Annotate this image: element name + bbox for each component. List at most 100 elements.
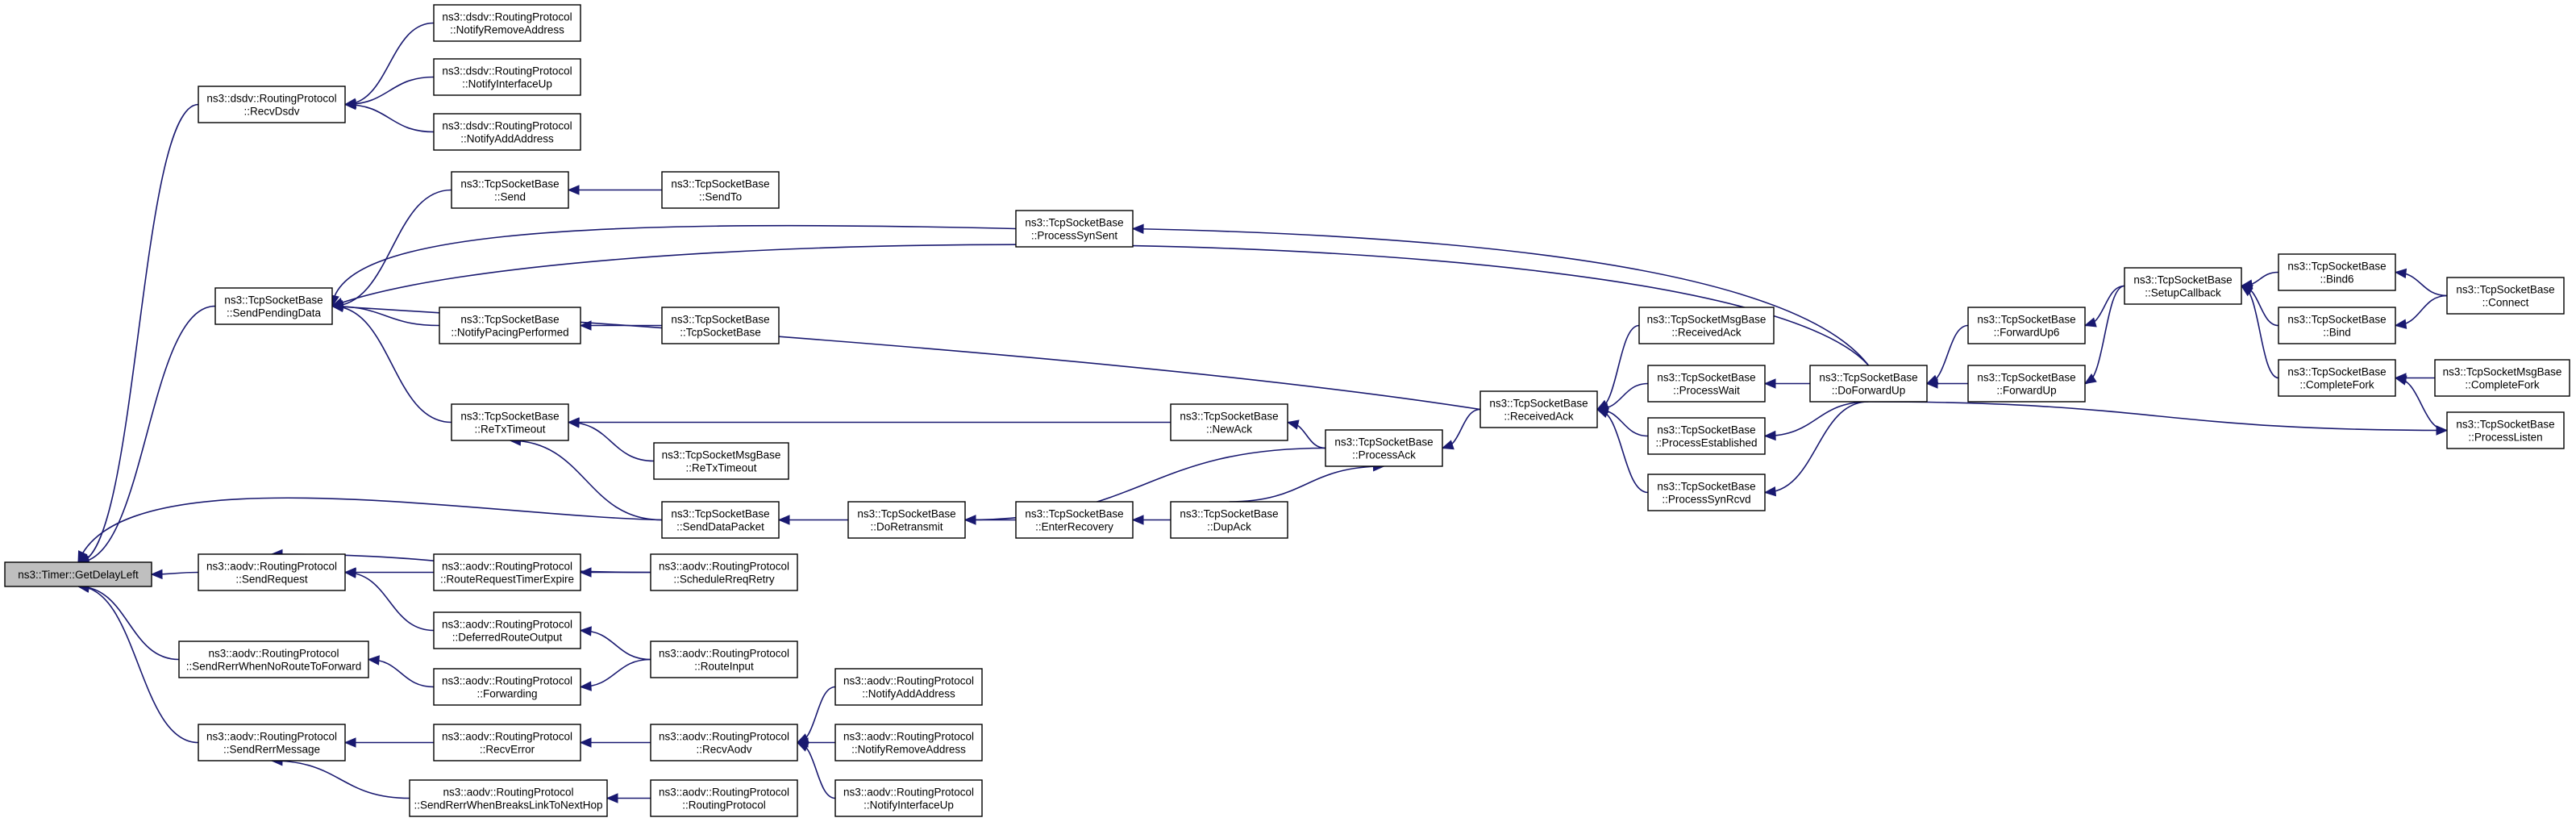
node-tcpmsg-completefork[interactable]: ns3::TcpSocketMsgBase::CompleteFork (2434, 359, 2570, 397)
node-tcp-setupcb[interactable]: ns3::TcpSocketBase::SetupCallback (2124, 267, 2242, 305)
edge-tcp-send-to-tcp-sendpending (331, 189, 452, 307)
edge-tcp-receivedack-to-tcp-processack (1442, 408, 1481, 449)
arrowhead-icon (2240, 285, 2253, 297)
node-dsdv-recv[interactable]: ns3::dsdv::RoutingProtocol::RecvDsdv (198, 86, 346, 123)
node-aodv-schedretry[interactable]: ns3::aodv::RoutingProtocol::ScheduleRreq… (650, 553, 798, 591)
node-tcp-completefork[interactable]: ns3::TcpSocketBase::CompleteFork (2278, 359, 2396, 397)
arrowhead-icon (1763, 430, 1776, 441)
node-box (198, 724, 346, 761)
node-label: ns3::TcpSocketMsgBase (662, 449, 781, 461)
node-label: ns3::TcpSocketBase (1334, 436, 1433, 449)
node-aodv-notifyremove[interactable]: ns3::aodv::RoutingProtocol::NotifyRemove… (834, 724, 983, 761)
node-tcp-procsynsent[interactable]: ns3::TcpSocketBase::ProcessSynSent (1015, 210, 1134, 248)
node-tcp-notifypacing[interactable]: ns3::TcpSocketBase::NotifyPacingPerforme… (439, 307, 581, 344)
arrowhead-icon (606, 793, 618, 803)
node-dsdv-notify-remove[interactable]: ns3::dsdv::RoutingProtocol::NotifyRemove… (433, 4, 581, 42)
node-tcp-connect[interactable]: ns3::TcpSocketBase::Connect (2446, 277, 2565, 315)
node-aodv-sendrequest[interactable]: ns3::aodv::RoutingProtocol::SendRequest (198, 553, 346, 591)
node-tcp-procwait[interactable]: ns3::TcpSocketBase::ProcessWait (1647, 365, 1766, 403)
node-label: ::TcpSocketBase (680, 327, 761, 339)
node-box (433, 4, 581, 42)
node-aodv-ctor[interactable]: ns3::aodv::RoutingProtocol::RoutingProto… (650, 779, 798, 817)
node-tcp-forwardup6[interactable]: ns3::TcpSocketBase::ForwardUp6 (1967, 307, 2086, 344)
node-aodv-forwarding[interactable]: ns3::aodv::RoutingProtocol::Forwarding (433, 668, 581, 706)
arrowhead-icon (1763, 486, 1777, 497)
node-box (1170, 403, 1288, 441)
node-label: ns3::dsdv::RoutingProtocol (442, 120, 572, 132)
node-tcp-bind[interactable]: ns3::TcpSocketBase::Bind (2278, 307, 2396, 344)
edge-aodv-sendrerrmsg-to-timer (77, 586, 199, 744)
node-tcp-processack[interactable]: ns3::TcpSocketBase::ProcessAck (1325, 429, 1443, 467)
node-label: ::SendRerrWhenBreaksLinkToNextHop (414, 799, 602, 812)
edge-dsdv-recv-to-timer (77, 103, 199, 563)
node-tcp-sendpending[interactable]: ns3::TcpSocketBase::SendPendingData (214, 287, 333, 325)
node-box (1015, 501, 1134, 539)
node-aodv-notifyup[interactable]: ns3::aodv::RoutingProtocol::NotifyInterf… (834, 779, 983, 817)
node-aodv-rerrnoroute[interactable]: ns3::aodv::RoutingProtocol::SendRerrWhen… (178, 640, 369, 678)
arrowhead-icon (777, 515, 790, 525)
node-tcp-retx[interactable]: ns3::TcpSocketBase::ReTxTimeout (451, 403, 569, 441)
arrowhead-icon (579, 567, 592, 578)
node-label: ns3::TcpSocketBase (1657, 481, 1755, 493)
node-tcp-receivedack[interactable]: ns3::TcpSocketBase::ReceivedAck (1479, 390, 1598, 428)
node-aodv-deferred[interactable]: ns3::aodv::RoutingProtocol::DeferredRout… (433, 611, 581, 649)
node-box (847, 501, 966, 539)
node-box (834, 668, 983, 706)
node-label: ns3::TcpSocketBase (460, 411, 559, 423)
node-label: ::ForwardUp (1996, 385, 2056, 397)
node-aodv-notifyadd[interactable]: ns3::aodv::RoutingProtocol::NotifyAddAdd… (834, 668, 983, 706)
node-aodv-rerrbreaks[interactable]: ns3::aodv::RoutingProtocol::SendRerrWhen… (409, 779, 608, 817)
node-box (433, 58, 581, 96)
node-box (650, 779, 798, 817)
node-tcp-doretransmit[interactable]: ns3::TcpSocketBase::DoRetransmit (847, 501, 966, 539)
node-label: ::Bind6 (2320, 273, 2353, 286)
node-label: ::CompleteFork (2299, 379, 2374, 391)
node-tcp-forwardup[interactable]: ns3::TcpSocketBase::ForwardUp (1967, 365, 2086, 403)
node-tcp-ctor[interactable]: ns3::TcpSocketBase::TcpSocketBase (661, 307, 780, 344)
node-tcp-procestab[interactable]: ns3::TcpSocketBase::ProcessEstablished (1647, 417, 1766, 455)
node-label: ns3::aodv::RoutingProtocol (659, 648, 789, 660)
node-label: ::DupAck (1207, 521, 1251, 533)
node-box (433, 724, 581, 761)
node-aodv-recverror[interactable]: ns3::aodv::RoutingProtocol::RecvError (433, 724, 581, 761)
node-label: ::Bind (2323, 327, 2351, 339)
node-tcp-bind6[interactable]: ns3::TcpSocketBase::Bind6 (2278, 253, 2396, 291)
arrowhead-icon (2083, 317, 2097, 328)
edge-dsdv-notify-add-to-dsdv-recv (344, 103, 435, 133)
node-tcp-newack[interactable]: ns3::TcpSocketBase::NewAck (1170, 403, 1288, 441)
node-box (650, 724, 798, 761)
node-tcp-procsynrcvd[interactable]: ns3::TcpSocketBase::ProcessSynRcvd (1647, 474, 1766, 511)
node-tcpmsg-receivedack[interactable]: ns3::TcpSocketMsgBase::ReceivedAck (1638, 307, 1775, 344)
edge-tcp-setupcb-to-tcp-forwardup6 (2084, 285, 2125, 327)
node-aodv-rrte[interactable]: ns3::aodv::RoutingProtocol::RouteRequest… (433, 553, 581, 591)
node-tcp-dupack[interactable]: ns3::TcpSocketBase::DupAck (1170, 501, 1288, 539)
node-tcp-enterrecovery[interactable]: ns3::TcpSocketBase::EnterRecovery (1015, 501, 1134, 539)
node-box (1170, 501, 1288, 539)
node-dsdv-notify-add[interactable]: ns3::dsdv::RoutingProtocol::NotifyAddAdd… (433, 113, 581, 151)
node-tcp-senddatapacket[interactable]: ns3::TcpSocketBase::SendDataPacket (661, 501, 780, 539)
node-label: ns3::aodv::RoutingProtocol (659, 731, 789, 743)
node-tcp-doforwardup[interactable]: ns3::TcpSocketBase::DoForwardUp (1809, 365, 1928, 403)
node-label: ::NotifyAddAddress (862, 688, 955, 700)
node-tcpmsg-retx[interactable]: ns3::TcpSocketMsgBase::ReTxTimeout (653, 442, 789, 480)
node-tcp-proclisten[interactable]: ns3::TcpSocketBase::ProcessListen (2446, 411, 2565, 449)
node-aodv-routeinput[interactable]: ns3::aodv::RoutingProtocol::RouteInput (650, 640, 798, 678)
node-label: ns3::TcpSocketBase (1025, 508, 1123, 520)
node-aodv-recvaodv[interactable]: ns3::aodv::RoutingProtocol::RecvAodv (650, 724, 798, 761)
node-box (834, 779, 983, 817)
node-label: ::SendTo (699, 191, 742, 203)
nodes-layer: ns3::Timer::GetDelayLeft ns3::dsdv::Routi… (4, 4, 2570, 817)
node-label: ns3::TcpSocketBase (224, 294, 323, 307)
edge-tcp-senddatapacket-to-tcp-retx (510, 440, 663, 521)
node-label: ns3::aodv::RoutingProtocol (659, 561, 789, 573)
node-tcp-sendto[interactable]: ns3::TcpSocketBase::SendTo (661, 171, 780, 209)
node-label: ns3::TcpSocketBase (1657, 372, 1755, 384)
node-aodv-sendrerrmsg[interactable]: ns3::aodv::RoutingProtocol::SendRerrMess… (198, 724, 346, 761)
node-dsdv-notify-up[interactable]: ns3::dsdv::RoutingProtocol::NotifyInterf… (433, 58, 581, 96)
node-label: ns3::TcpSocketBase (1657, 424, 1755, 436)
node-label: ns3::TcpSocketBase (2287, 366, 2386, 378)
node-timer[interactable]: ns3::Timer::GetDelayLeft (4, 561, 152, 587)
node-tcp-send[interactable]: ns3::TcpSocketBase::Send (451, 171, 569, 209)
node-box (409, 779, 608, 817)
node-label: ns3::aodv::RoutingProtocol (442, 561, 572, 573)
